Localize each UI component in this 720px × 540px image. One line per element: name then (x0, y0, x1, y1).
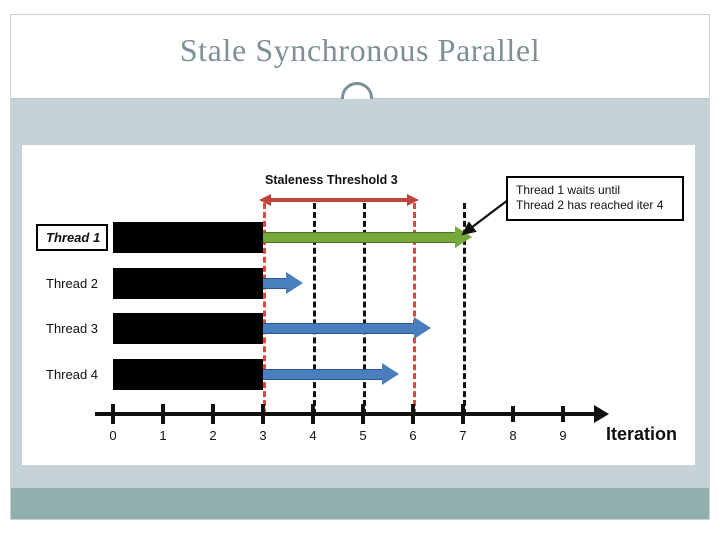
callout-box: Thread 1 waits until Thread 2 has reache… (506, 176, 684, 221)
axis-tick-label-4: 4 (309, 428, 317, 443)
blue-progress-arrow-head-thread-4 (382, 363, 399, 385)
iteration-axis-arrow-head (594, 405, 609, 423)
callout-pointer-arrow-icon (461, 199, 509, 236)
axis-tick-label-1: 1 (159, 428, 167, 443)
axis-tick-label-5: 5 (359, 428, 367, 443)
axis-caption-iteration: Iteration (606, 424, 678, 444)
axis-tick-5 (361, 404, 365, 424)
axis-tick-label-0: 0 (109, 428, 117, 443)
blue-progress-arrow-head-thread-2 (286, 272, 303, 294)
staleness-arrow-shaft (271, 198, 408, 202)
axis-tick-7 (461, 404, 465, 424)
axis-tick-label-7: 7 (459, 428, 467, 443)
guide-line-iter-6 (413, 203, 416, 415)
axis-tick-label-2: 2 (209, 428, 217, 443)
slide-frame-top (10, 14, 710, 15)
axis-tick-label-6: 6 (409, 428, 417, 443)
blue-progress-arrow-shaft-thread-2 (263, 278, 287, 289)
blue-progress-arrow-shaft-thread-4 (263, 369, 383, 380)
staleness-threshold-label: Staleness Threshold 3 (265, 173, 398, 187)
thread-label-thread-2: Thread 2 (46, 276, 99, 291)
slide-footer-strip (11, 488, 709, 519)
axis-tick-4 (311, 404, 315, 424)
guide-line-iter-3 (263, 203, 266, 415)
blue-progress-arrow-shaft-thread-3 (263, 323, 415, 334)
page-title: Stale Synchronous Parallel (179, 32, 541, 68)
axis-tick-label-9: 9 (559, 428, 567, 443)
axis-tick-9 (561, 406, 565, 422)
thread-bar-thread-3 (113, 313, 263, 344)
staleness-arrow-head-left (259, 194, 271, 206)
axis-tick-2 (211, 404, 215, 424)
guide-line-iter-4 (313, 203, 316, 415)
thread-bar-thread-2 (113, 268, 263, 299)
axis-tick-3 (261, 404, 265, 424)
guide-line-iter-5 (363, 203, 366, 415)
iteration-axis-line (95, 412, 595, 416)
callout-line-2: Thread 2 has reached iter 4 (516, 198, 664, 212)
slide-frame-right (709, 14, 710, 520)
axis-tick-6 (411, 404, 415, 424)
slide-frame-bottom (10, 519, 710, 520)
green-progress-arrow-shaft-thread-1 (263, 232, 456, 243)
staleness-arrow-head-right (407, 194, 419, 206)
axis-tick-label-3: 3 (259, 428, 267, 443)
thread-label-thread-4: Thread 4 (46, 367, 99, 382)
thread-bar-thread-4 (113, 359, 263, 390)
axis-tick-0 (111, 404, 115, 424)
thread-bar-thread-1 (113, 222, 263, 253)
axis-tick-8 (511, 406, 515, 422)
axis-tick-1 (161, 404, 165, 424)
axis-tick-label-8: 8 (509, 428, 517, 443)
thread-label-thread-3: Thread 3 (46, 321, 99, 336)
guide-line-iter-7 (463, 203, 466, 415)
callout-line-1: Thread 1 waits until (516, 183, 621, 197)
blue-progress-arrow-head-thread-3 (414, 317, 431, 339)
thread-label-thread-1: Thread 1 (36, 224, 108, 251)
slide-frame-left (10, 14, 11, 520)
